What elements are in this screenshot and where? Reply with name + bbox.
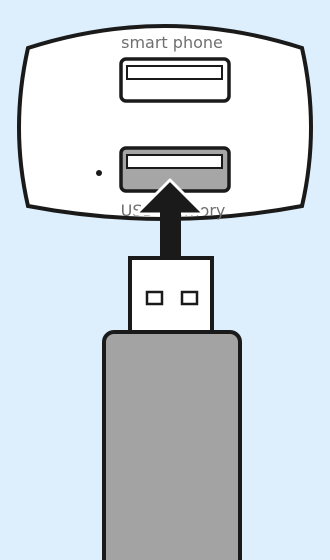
indicator-led [96, 170, 102, 176]
usb-connector-hole-right [182, 292, 197, 304]
usb-connector-hole-left [147, 292, 162, 304]
smart-phone-usb-port [121, 59, 229, 101]
usb-stick-body [104, 332, 240, 560]
usb-stick-connector [130, 258, 212, 334]
smart-phone-port-label: smart phone [121, 33, 223, 52]
usb-stick-icon [104, 258, 240, 560]
